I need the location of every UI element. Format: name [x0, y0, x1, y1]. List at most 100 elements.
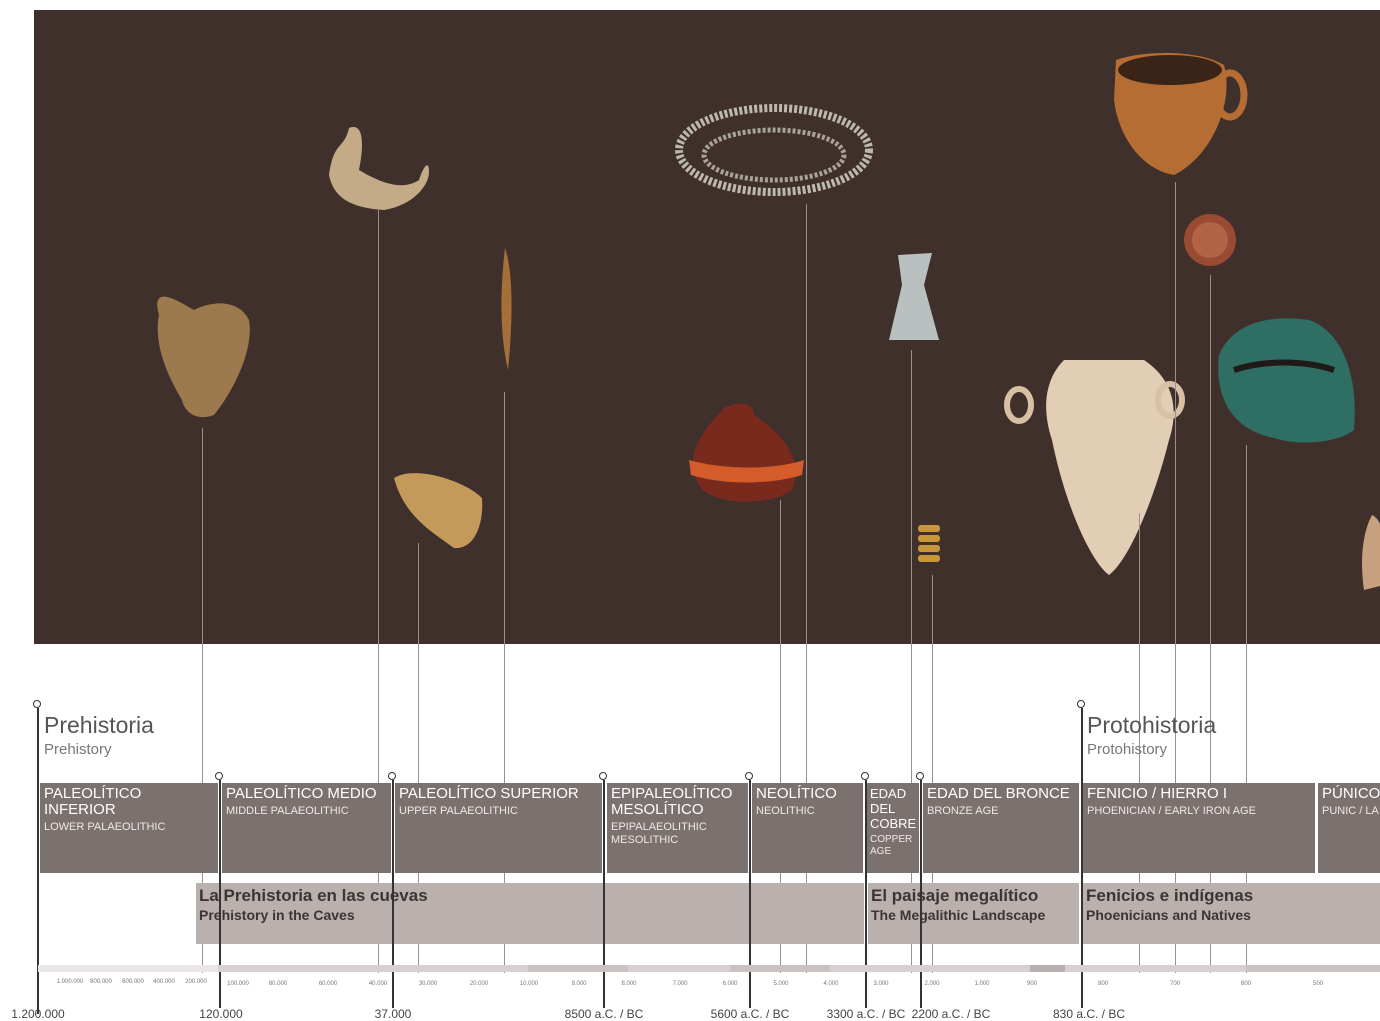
date-label: 3300 a.C. / BC [827, 1007, 906, 1021]
era-subtitle-protohistory: Protohistory [1087, 741, 1167, 758]
exhibit-title-en: Prehistory in the Caves [199, 906, 861, 924]
scale-tick: 3.000 [873, 981, 888, 987]
amphora-artifact [1046, 360, 1174, 575]
scale-tick: 1.000 [974, 981, 989, 987]
painted-vase-artifact [693, 404, 796, 502]
scale-tick: 9.000 [571, 981, 586, 987]
exhibit-phoenicians-natives[interactable]: Fenicios e indígenas Phoenicians and Nat… [1083, 883, 1380, 944]
scale-segment [730, 965, 830, 972]
period-label-en: UPPER PALAEOLITHIC [399, 805, 598, 818]
scale-tick: 20.000 [470, 981, 488, 987]
period-lower-palaeolithic[interactable]: PALEOLÍTICO INFERIOR LOWER PALAEOLITHIC [40, 783, 218, 873]
period-label-en: MIDDLE PALAEOLITHIC [226, 805, 387, 818]
period-label-es: NEOLÍTICO [756, 786, 859, 802]
date-label: 5600 a.C. / BC [711, 1007, 790, 1021]
period-label-en: EPIPALAEOLITHIC MESOLITHIC [611, 821, 711, 847]
period-label-en: LOWER PALAEOLITHIC [44, 821, 214, 834]
era-title-protohistory: Protohistoria [1087, 712, 1216, 739]
period-copper-age[interactable]: EDAD DEL COBRE COPPER AGE [867, 783, 919, 873]
bronze-helmet-artifact [1218, 318, 1355, 442]
marker-stem [392, 780, 394, 1008]
artifacts-illustration [34, 10, 1380, 644]
period-punic[interactable]: PÚNICO PUNIC / LA [1318, 783, 1380, 873]
period-bronze-age[interactable]: EDAD DEL BRONCE BRONZE AGE [923, 783, 1079, 873]
artifact-photo-panel [34, 10, 1380, 644]
period-epipalaeolithic[interactable]: EPIPALEOLÍTICO MESOLÍTICO EPIPALAEOLITHI… [607, 783, 748, 873]
punic-fragment-artifact [1362, 515, 1380, 590]
exhibit-megalithic-landscape[interactable]: El paisaje megalítico The Megalithic Lan… [868, 883, 1079, 944]
marker-stem [749, 780, 751, 1008]
exhibit-prehistory-caves[interactable]: La Prehistoria en las cuevas Prehistory … [196, 883, 864, 944]
marker-pin [599, 772, 607, 780]
bone-fragment-artifact [394, 473, 482, 548]
gold-spiral-artifact [918, 525, 940, 562]
period-label-en: PUNIC / LA [1322, 805, 1376, 818]
period-label-en: PHOENICIAN / EARLY IRON AGE [1087, 805, 1311, 818]
bead-necklace-artifact [679, 108, 869, 192]
period-label-es: FENICIO / HIERRO I [1087, 786, 1311, 802]
scale-tick: 60.000 [319, 981, 337, 987]
period-upper-palaeolithic[interactable]: PALEOLÍTICO SUPERIOR UPPER PALAEOLITHIC [395, 783, 602, 873]
date-label: 8500 a.C. / BC [565, 1007, 644, 1021]
marker-stem [920, 780, 922, 1008]
marker-pin [215, 772, 223, 780]
date-label: 830 a.C. / BC [1053, 1007, 1125, 1021]
scale-tick: 100.000 [227, 981, 249, 987]
scale-tick: 40.000 [369, 981, 387, 987]
scale-tick: 800 [1098, 981, 1108, 987]
scale-tick: 200.000 [185, 979, 207, 985]
marker-stem [865, 780, 867, 1008]
scale-tick: 4.000 [823, 981, 838, 987]
scale-tick: 5.000 [773, 981, 788, 987]
scale-tick: 500 [1313, 981, 1323, 987]
marker-stem [603, 780, 605, 1008]
scale-segment [38, 965, 218, 972]
period-label-es: PALEOLÍTICO INFERIOR [44, 786, 214, 818]
marker-pin [1077, 700, 1085, 708]
marker-pin [388, 772, 396, 780]
scale-tick: 2.000 [924, 981, 939, 987]
scale-tick: 800.000 [90, 979, 112, 985]
scale-tick: 400.000 [153, 979, 175, 985]
date-label: 2200 a.C. / BC [912, 1007, 991, 1021]
exhibit-title-es: Fenicios e indígenas [1086, 886, 1377, 906]
scale-tick: 700 [1170, 981, 1180, 987]
scale-tick: 8.000 [621, 981, 636, 987]
marker-pin [861, 772, 869, 780]
marker-stem [219, 780, 221, 1008]
hand-axe-artifact [157, 297, 250, 417]
period-label-es: PALEOLÍTICO MEDIO [226, 786, 387, 802]
exhibit-title-es: El paisaje megalítico [871, 886, 1076, 906]
scale-segment [528, 965, 628, 972]
scale-tick: 6.000 [722, 981, 737, 987]
scale-tick: 80.000 [269, 981, 287, 987]
era-title-prehistory: Prehistoria [44, 712, 154, 739]
scale-tick: 600.000 [122, 979, 144, 985]
period-middle-palaeolithic[interactable]: PALEOLÍTICO MEDIO MIDDLE PALAEOLITHIC [222, 783, 391, 873]
date-label: 37.000 [375, 1007, 412, 1021]
scale-segment [1246, 965, 1380, 972]
period-label-es: PALEOLÍTICO SUPERIOR [399, 786, 598, 802]
period-label-en: NEOLITHIC [756, 805, 859, 818]
copper-axe-artifact [889, 253, 939, 340]
marker-pin [745, 772, 753, 780]
scale-tick: 30.000 [419, 981, 437, 987]
period-neolithic[interactable]: NEOLÍTICO NEOLITHIC [752, 783, 863, 873]
timeline-scale-bar [38, 965, 1380, 972]
scale-tick: 600 [1241, 981, 1251, 987]
scale-segment [1030, 965, 1065, 972]
connector-copper-axe [911, 350, 912, 973]
period-label-en: BRONZE AGE [927, 805, 1075, 818]
period-label-en: COPPER AGE [870, 834, 916, 858]
date-label: 1.200.000 [11, 1007, 64, 1021]
exhibit-title-en: Phoenicians and Natives [1086, 906, 1377, 924]
period-label-es: PÚNICO [1322, 786, 1376, 802]
exhibit-title-en: The Megalithic Landscape [871, 906, 1076, 924]
period-label-es: EPIPALEOLÍTICO MESOLÍTICO [611, 786, 726, 818]
period-phoenician[interactable]: FENICIO / HIERRO I PHOENICIAN / EARLY IR… [1083, 783, 1315, 873]
era-subtitle-prehistory: Prehistory [44, 741, 112, 758]
marker-pin [33, 700, 41, 708]
period-label-es: EDAD DEL COBRE [870, 786, 916, 831]
period-label-es: EDAD DEL BRONCE [927, 786, 1075, 802]
scale-tick: 1.000.000 [57, 979, 84, 985]
